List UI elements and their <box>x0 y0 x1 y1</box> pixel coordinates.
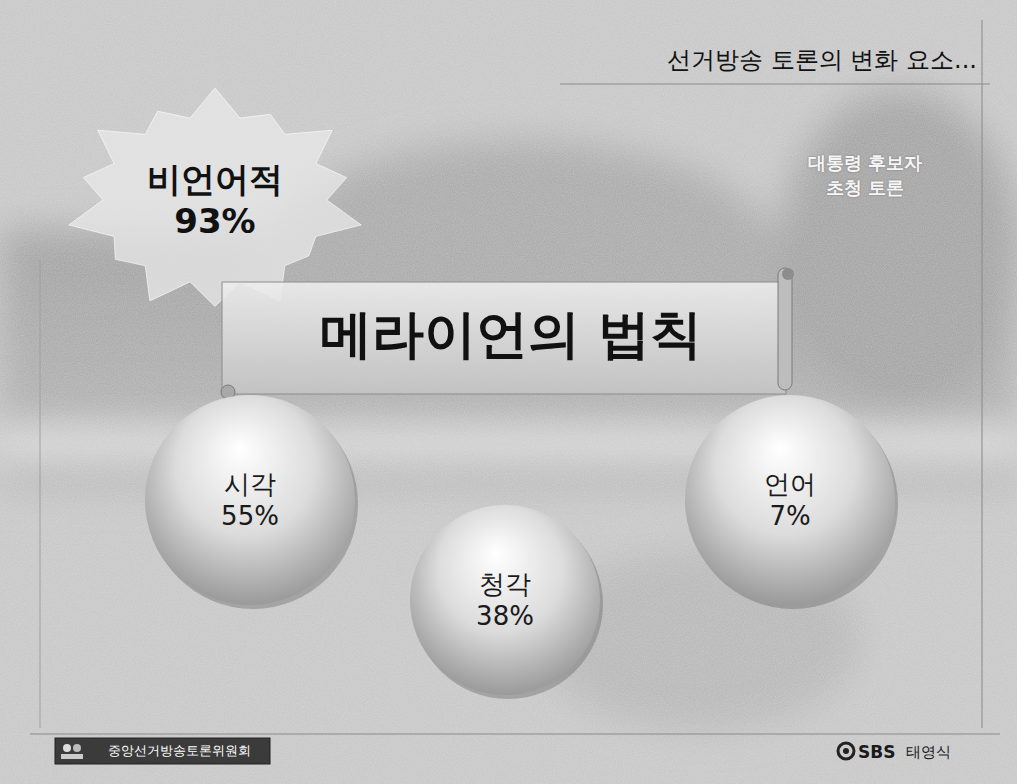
circle-shape <box>410 505 600 695</box>
scroll-roll <box>778 268 792 390</box>
logo-icon <box>61 754 83 759</box>
circle-outline <box>685 395 895 605</box>
percent-circle: 언어 7% <box>685 395 895 605</box>
node-text: 시각 55% <box>221 468 279 533</box>
node-text: 메라이언의 법칙 <box>320 302 702 367</box>
sbs-logo-mark <box>838 743 854 759</box>
star-outline <box>65 90 365 310</box>
watermark-text: 대통령 후보자 초청 토론 <box>790 150 940 200</box>
frame-lines <box>30 20 1000 734</box>
node-text: 청각 38% <box>476 568 534 633</box>
scroll-curl <box>782 268 794 280</box>
logo-plate <box>55 738 270 764</box>
starburst-callout: 비언어적 93% <box>65 90 365 310</box>
percent-circle: 시각 55% <box>145 395 355 605</box>
node-text: 언어 7% <box>764 468 816 533</box>
author-name: 태영식 <box>906 742 951 763</box>
sbs-logo-dot <box>843 748 849 754</box>
logo-icon <box>73 744 81 752</box>
starburst-shape <box>69 88 361 306</box>
banner-body <box>222 282 786 394</box>
node-text: 비언어적 93% <box>147 158 283 243</box>
node-text: 중앙선거방송토론위원회 <box>108 743 251 759</box>
circle-outline <box>410 505 600 695</box>
circle-shape <box>145 395 355 605</box>
slide-title: 선거방송 토론의 변화 요소... <box>667 44 977 76</box>
organization-logo: 중앙선거방송토론위원회 <box>55 738 270 764</box>
percent-circle: 청각 38% <box>410 505 600 695</box>
scroll-banner: 메라이언의 법칙 <box>222 268 800 400</box>
circle-shape <box>685 395 895 605</box>
broadcaster-logo: SBS <box>858 741 895 765</box>
logo-icon <box>63 744 71 752</box>
circle-outline <box>145 395 355 605</box>
